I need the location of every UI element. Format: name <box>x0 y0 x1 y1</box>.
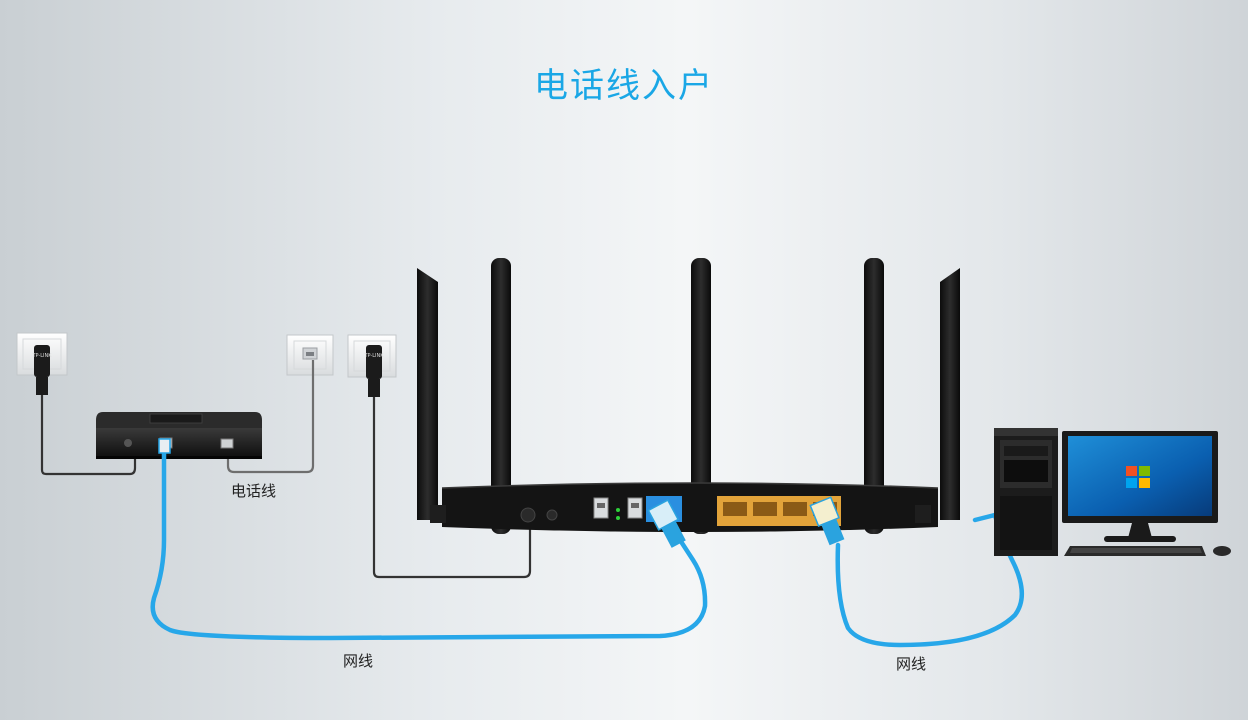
phone-line-label: 电话线 <box>231 482 277 500</box>
diagram-title: 电话线入户 <box>534 66 714 106</box>
router-icon <box>430 482 939 532</box>
plug-brand-right: TP-LINK <box>363 353 384 359</box>
windows-logo-icon <box>1126 466 1150 488</box>
phone-jack-icon <box>286 334 334 376</box>
rj45-connector-icon <box>809 496 845 546</box>
wall-power-socket-icon: TP-LINK <box>16 332 68 395</box>
plug-brand-left: TP-LINK <box>31 353 52 359</box>
monitor-icon <box>1062 431 1218 542</box>
router-antennas <box>417 258 960 534</box>
rj45-connector-icon <box>647 499 686 548</box>
wall-power-socket-icon: TP-LINK <box>347 334 397 397</box>
keyboard-icon <box>1064 546 1206 556</box>
modem-icon <box>96 412 262 459</box>
phone-cable <box>226 360 315 474</box>
lan-cable-right-label: 网线 <box>896 655 927 673</box>
lan-cable-left-label: 网线 <box>343 652 374 670</box>
desktop-pc-icon <box>994 428 1058 556</box>
mouse-icon <box>1213 546 1231 556</box>
power-cable-router <box>372 397 532 579</box>
power-cable-modem <box>40 395 137 476</box>
rj45-connector-icon <box>158 438 171 454</box>
ethernet-cable-wan <box>150 445 708 641</box>
ethernet-cable-lan <box>835 512 1024 648</box>
